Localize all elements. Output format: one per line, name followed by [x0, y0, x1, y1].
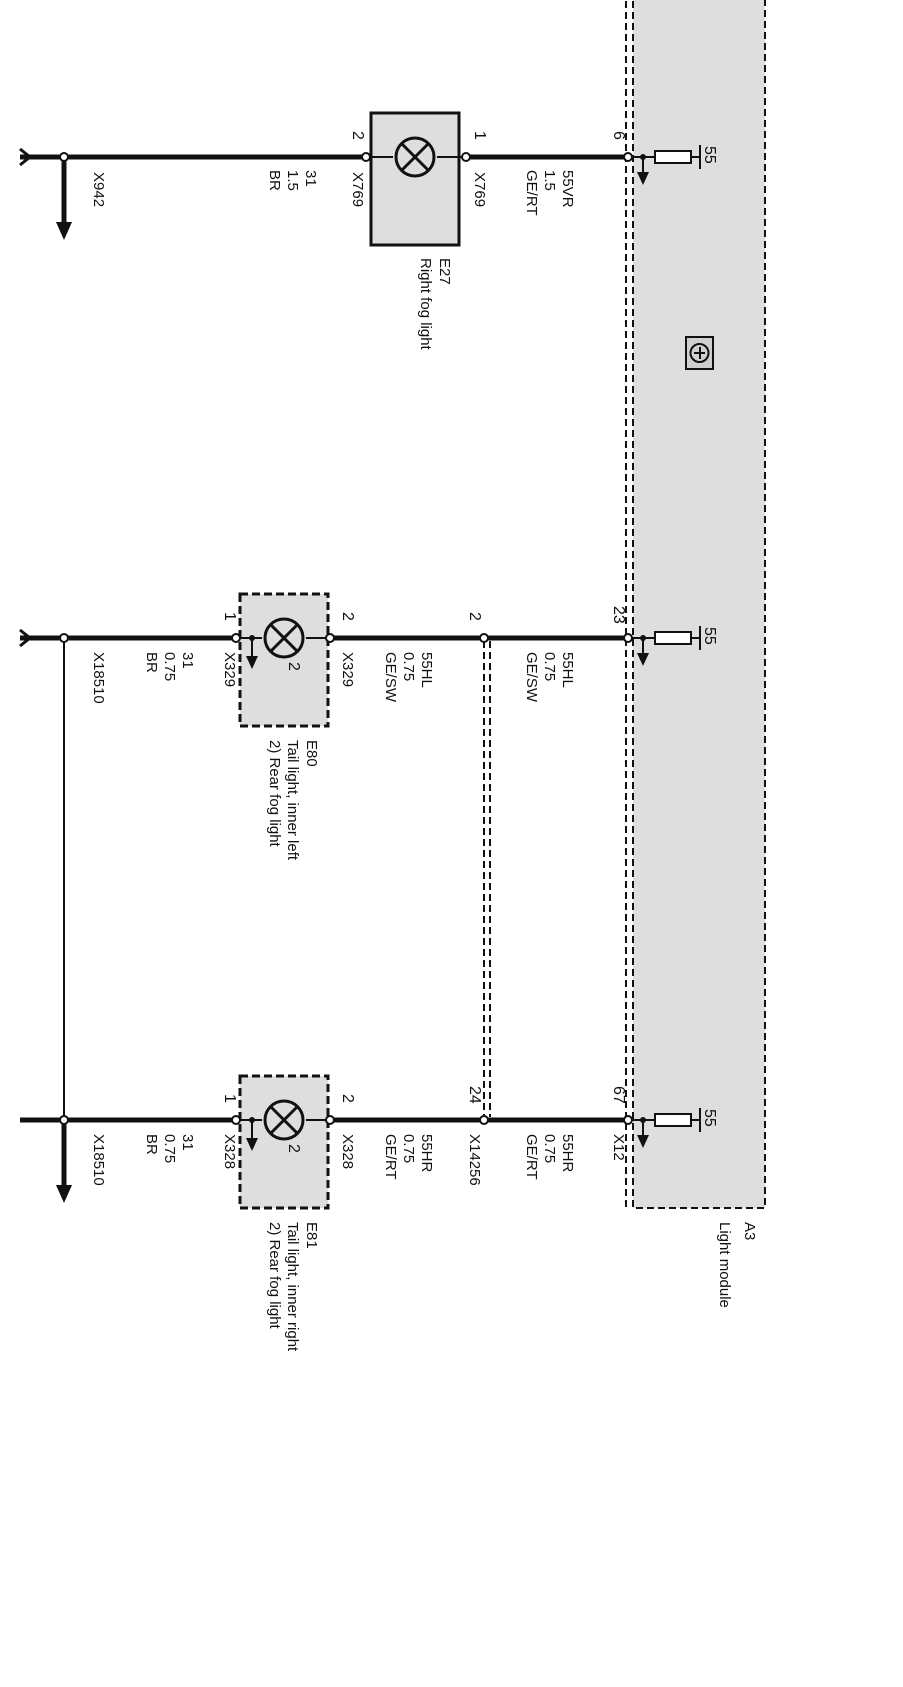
e27-id: E27: [436, 258, 453, 285]
b1-conn-in-name: X769: [471, 172, 488, 207]
b1-wire-color: GE/RT: [523, 170, 540, 216]
b2-module-pin: 23: [610, 606, 627, 624]
b3-ground-color: BR: [143, 1134, 160, 1155]
branch-e80: 2 23 55HL 0.75 GE/SW 2 55HL 0.75 GE/SW 2…: [19, 592, 633, 861]
b2-wire-size: 0.75: [541, 652, 558, 681]
module-fuse-row1: 55: [628, 145, 718, 185]
b2-wire2-code: 55HL: [418, 652, 435, 688]
module-name: Light module: [716, 1222, 733, 1308]
b2-wire2-size: 0.75: [400, 652, 417, 681]
b3-conn-out-name: X328: [221, 1134, 238, 1169]
b2-conn-out-pin: 1: [221, 612, 238, 621]
b1-ground-connector: X942: [90, 172, 107, 207]
b3-wire-size: 0.75: [541, 1134, 558, 1163]
b2-conn-in-name: X329: [339, 652, 356, 687]
b3-module-pin: 67: [610, 1086, 627, 1104]
e80-lamp-box: [238, 592, 330, 728]
light-module-a3: A3 Light module: [625, 0, 766, 1308]
e81-marker: 2: [285, 1144, 302, 1153]
b1-conn-in-pin: 1: [471, 131, 488, 140]
b2-conn-out-name: X329: [221, 652, 238, 687]
b3-wire2-color: GE/RT: [382, 1134, 399, 1180]
b1-conn-out-pin: 2: [349, 131, 366, 140]
fuse-label-1: 55: [701, 146, 718, 164]
module-fuse-row3: 55: [628, 1108, 718, 1148]
e27-lamp-box: [369, 111, 461, 247]
e80-marker: 2: [285, 662, 302, 671]
b2-wire-code: 55HL: [559, 652, 576, 688]
e81-name: Tail light, inner right: [284, 1222, 301, 1352]
b3-conn-out-pin: 1: [221, 1094, 238, 1103]
b1-module-pin: 6: [610, 131, 627, 140]
e80-sub: 2) Rear fog light: [266, 740, 283, 848]
b3-ground-size: 0.75: [161, 1134, 178, 1163]
b3-wire-color: GE/RT: [523, 1134, 540, 1180]
b2-ground-connector: X18510: [90, 652, 107, 704]
b3-wire2-code: 55HR: [418, 1134, 435, 1173]
e27-name: Right fog light: [417, 258, 434, 351]
ground-arrow-icon: [56, 1185, 72, 1203]
b1-ground-size: 1.5: [284, 170, 301, 191]
b3-splice-pin: 24: [466, 1086, 483, 1104]
b3-ground-connector: X18510: [90, 1134, 107, 1186]
b1-conn-out-name: X769: [349, 172, 366, 207]
b2-wire2-color: GE/SW: [382, 652, 399, 703]
b1-wire-size: 1.5: [541, 170, 558, 191]
b3-conn-in-pin: 2: [339, 1094, 356, 1103]
b3-wire-code: 55HR: [559, 1134, 576, 1173]
e80-id: E80: [303, 740, 320, 767]
branch-e27: 6 55VR 1.5 GE/RT 1 X769 2 X769 31 1.5 BR…: [19, 111, 633, 351]
module-fuse-row2: 55: [628, 626, 718, 666]
b2-ground-code: 31: [179, 652, 196, 669]
b2-wire-color: GE/SW: [523, 652, 540, 703]
b2-splice-pin: 2: [466, 612, 483, 621]
fuse-label-3: 55: [701, 1109, 718, 1127]
e81-sub: 2) Rear fog light: [266, 1222, 283, 1330]
e81-id: E81: [303, 1222, 320, 1249]
b1-ground-code: 31: [302, 170, 319, 187]
b1-ground-color: BR: [266, 170, 283, 191]
b3-module-connector: X12: [610, 1134, 627, 1161]
b3-ground-code: 31: [179, 1134, 196, 1151]
branch-e81: 2 67 X12 55HR 0.75 GE/RT 24 X14256 55HR …: [20, 1074, 633, 1352]
b3-wire2-size: 0.75: [400, 1134, 417, 1163]
b2-ground-color: BR: [143, 652, 160, 673]
module-id: A3: [741, 1222, 758, 1240]
b1-wire-code: 55VR: [559, 170, 576, 208]
b3-conn-in-name: X328: [339, 1134, 356, 1169]
e80-name: Tail light, inner left: [284, 740, 301, 861]
b2-conn-in-pin: 2: [339, 612, 356, 621]
b3-splice-connector: X14256: [466, 1134, 483, 1186]
ground-arrow-icon: [56, 222, 72, 240]
b2-ground-size: 0.75: [161, 652, 178, 681]
fuse-label-2: 55: [701, 627, 718, 645]
module-symbol-icon: [685, 336, 714, 370]
